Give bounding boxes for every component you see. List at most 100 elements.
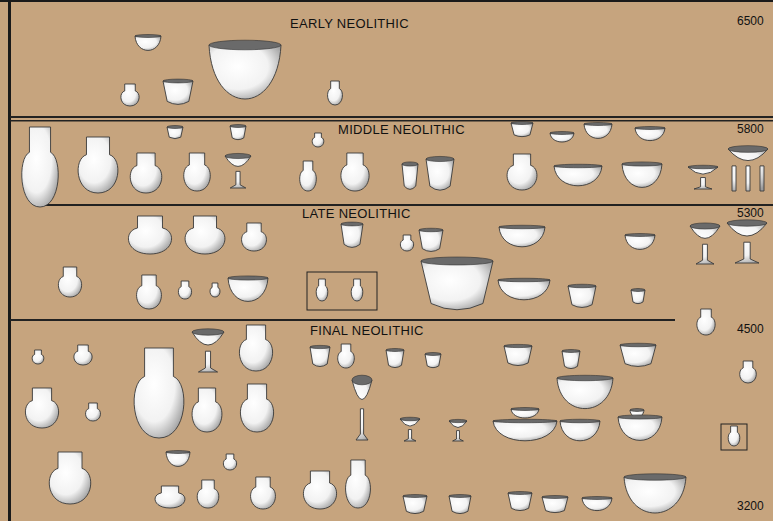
period-band: MIDDLE NEOLITHIC (11, 122, 773, 204)
vessel-rim (498, 278, 550, 282)
period-divider (10, 120, 773, 122)
vessel-drawing (192, 388, 222, 432)
date-label: 4500 (737, 322, 764, 336)
vessel-drawing (166, 452, 190, 466)
period-divider (10, 319, 675, 321)
vessel-drawing (421, 261, 493, 310)
vessel-drawing (426, 159, 454, 190)
vessel-rim (560, 419, 600, 423)
vessel-drawing (622, 164, 662, 187)
vessel-rim (511, 122, 533, 125)
vessel-rim (727, 220, 767, 226)
vessel-drawing (338, 344, 355, 368)
vessel-rim (690, 223, 720, 229)
date-label: 6500 (737, 14, 764, 28)
vessel-drawing (631, 290, 645, 304)
vessel-drawing (210, 283, 220, 297)
vessel-rim (167, 126, 183, 129)
vessel-drawing (184, 153, 211, 191)
highlight-frame (307, 272, 377, 310)
vessel-rim (550, 132, 574, 135)
vessel-drawing (121, 84, 139, 106)
vessel-rim (225, 153, 251, 158)
vessel-rim (230, 125, 246, 128)
frame-line (8, 0, 11, 521)
vessel-drawing (728, 149, 768, 191)
vessel-drawing (624, 477, 686, 513)
vessel-drawing (192, 332, 224, 372)
vessel-drawing (625, 235, 655, 249)
vessel-drawing (511, 123, 533, 137)
vessel-drawing (32, 350, 44, 364)
vessel-rim (209, 40, 281, 50)
vessel-rim (622, 162, 662, 166)
vessel-drawing (560, 421, 600, 441)
vessel-drawing (728, 426, 740, 446)
vessel-rim (493, 419, 557, 423)
vessel-drawing (568, 286, 596, 307)
vessel-drawing (493, 421, 557, 441)
vessel-drawing (225, 156, 251, 188)
vessel-drawing (341, 224, 363, 247)
vessel-drawing (86, 403, 101, 421)
vessel-rim (425, 353, 441, 356)
vessel-rim (728, 146, 768, 153)
vessel-drawing (400, 235, 413, 251)
vessel-rim (228, 276, 268, 280)
vessel-rim (635, 127, 665, 130)
vessel-rim (508, 492, 532, 495)
vessel-drawing (425, 354, 441, 368)
vessel-drawing (303, 471, 336, 509)
vessel-drawing (542, 497, 568, 513)
vessel-rim (449, 419, 467, 422)
vessel-rim (562, 350, 580, 353)
vessel-rim (631, 289, 645, 292)
vessel-rim (135, 35, 161, 38)
vessel-rim (449, 495, 471, 498)
vessel-drawing (419, 230, 443, 251)
vessel-rim (620, 343, 656, 347)
vessel-drawing (403, 496, 427, 514)
vessel-drawing (584, 124, 612, 138)
vessel-drawing (498, 280, 550, 300)
vessel-drawing (508, 493, 532, 511)
vessel-drawing (239, 325, 272, 371)
vessel-drawing (230, 126, 246, 140)
vessel-rim (625, 234, 655, 237)
vessel-drawing (128, 216, 171, 254)
vessel-drawing (582, 498, 612, 511)
vessel-drawing (618, 417, 662, 440)
vessel-drawing (449, 496, 471, 514)
vessel-drawing (312, 133, 324, 147)
vessel-rim (419, 228, 443, 232)
vessel-rim (166, 451, 190, 454)
period-heading: MIDDLE NEOLITHIC (338, 122, 465, 137)
vessel-rim (630, 409, 644, 412)
vessel-rim (582, 497, 612, 500)
vessel-rim (688, 165, 718, 169)
vessel-drawing (688, 167, 718, 189)
vessel-rim (426, 156, 454, 161)
vessel-drawing (163, 81, 193, 104)
vessel-rim (400, 417, 420, 421)
period-divider (40, 204, 773, 206)
vessel-drawing (22, 127, 58, 207)
vessel-rim (352, 375, 372, 385)
date-label: 5800 (737, 122, 764, 136)
vessel-drawing (310, 347, 330, 367)
vessel-drawing (185, 216, 225, 254)
period-divider (10, 116, 773, 118)
vessel-rim (402, 162, 418, 166)
vessel-drawing (697, 309, 715, 335)
period-band: LATE NEOLITHIC (11, 206, 773, 319)
vessel-rim (310, 345, 330, 348)
vessel-drawing (507, 154, 537, 190)
vessel-drawing (74, 345, 92, 365)
vessel-drawing (300, 161, 317, 191)
vessel-drawing (316, 279, 328, 301)
vessel-rim (421, 257, 493, 265)
date-label: 3200 (737, 499, 764, 513)
vessel-drawing (223, 454, 236, 470)
